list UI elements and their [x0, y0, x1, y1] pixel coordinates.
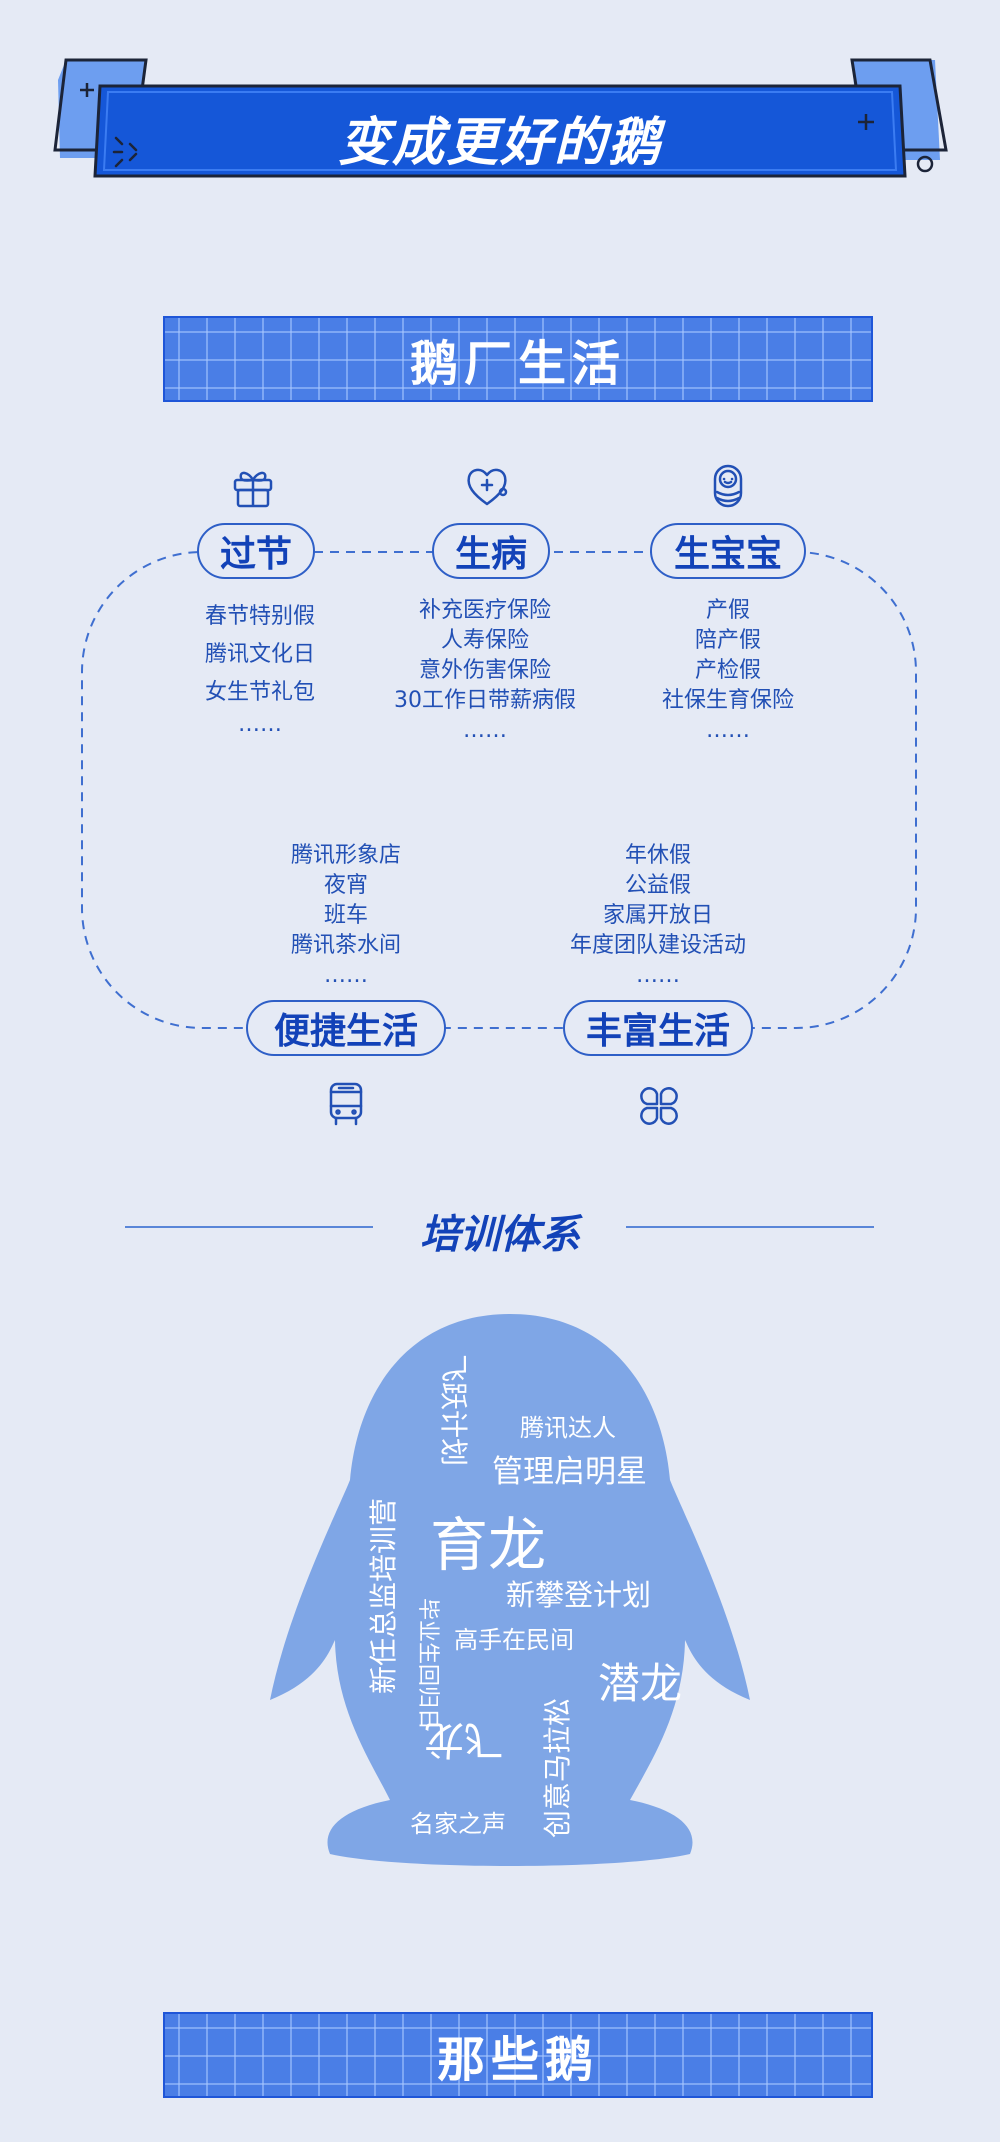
pill-convenient: 便捷生活: [246, 1000, 446, 1056]
pill-sick: 生病: [432, 523, 550, 579]
list-item: 公益假: [624, 873, 691, 898]
list-item: 班车: [323, 903, 368, 928]
section-header-people: 那些鹅: [163, 2012, 873, 2098]
list-item: 产假: [705, 598, 750, 623]
gift-icon: [229, 462, 277, 510]
list-item: ……: [238, 712, 282, 737]
list-item: 意外伤害保险: [418, 658, 551, 683]
list-item: 年度团队建设活动: [569, 933, 746, 958]
list-item: 女生节礼包: [204, 680, 315, 705]
list-item: 产检假: [694, 658, 761, 683]
list-item: 社保生育保险: [661, 688, 794, 713]
list-item: 腾讯茶水间: [290, 933, 401, 958]
list-item: 腾讯形象店: [290, 843, 401, 868]
list-rich: 年休假 公益假 家属开放日 年度团队建设活动 ……: [548, 841, 768, 991]
banner-graphic: [53, 58, 948, 178]
training-word: 飞跃计划: [437, 1354, 470, 1467]
list-item: 春节特别假: [204, 604, 315, 629]
top-banner: 变成更好的鹅: [0, 0, 1000, 200]
clover-icon: [635, 1082, 683, 1130]
heart-health-icon: [463, 462, 511, 510]
list-baby: 产假 陪产假 产检假 社保生育保险 ……: [630, 596, 826, 746]
training-word: 创意马拉松: [541, 1697, 574, 1838]
pill-holiday: 过节: [197, 523, 315, 579]
divider-right: [626, 1226, 874, 1228]
list-item: 陪产假: [694, 628, 761, 653]
list-item: ……: [463, 718, 507, 743]
section-title-people: 那些鹅: [436, 2032, 599, 2088]
list-item: 年休假: [624, 843, 691, 868]
bus-icon: [322, 1080, 370, 1128]
list-holiday: 春节特别假 腾讯文化日 女生节礼包 ……: [160, 598, 360, 738]
list-item: 家属开放日: [602, 903, 713, 928]
list-item: 夜宵: [323, 873, 368, 898]
list-sick: 补充医疗保险 人寿保险 意外伤害保险 30工作日带薪病假 ……: [370, 596, 600, 746]
section-title-life: 鹅厂生活: [409, 336, 626, 392]
benefits-dashed-frame: [81, 551, 917, 1029]
list-convenient: 腾讯形象店 夜宵 班车 腾讯茶水间 ……: [246, 841, 446, 991]
training-word: 毕业生回归日: [415, 1598, 440, 1731]
penguin-word-cloud: 飞跃计划 腾讯达人 管理启明星 育龙 新任总监培训营 新攀登计划 毕业生回归日 …: [260, 1310, 760, 1884]
penguin-silhouette: [270, 1314, 750, 1866]
training-word: 新任总监培训营: [367, 1497, 400, 1694]
pill-baby: 生宝宝: [650, 523, 806, 579]
training-word: 新攀登计划: [506, 1578, 652, 1612]
list-item: 30工作日带薪病假: [394, 688, 576, 713]
training-word: 育龙: [430, 1511, 547, 1579]
section-header-life: 鹅厂生活: [163, 316, 873, 402]
list-item: 补充医疗保险: [418, 598, 551, 623]
training-word: 高手在民间: [454, 1626, 574, 1654]
baby-icon: [704, 462, 752, 510]
list-item: ……: [636, 963, 680, 988]
list-item: 人寿保险: [440, 628, 529, 653]
banner-title: 变成更好的鹅: [337, 113, 662, 173]
training-word: 腾讯达人: [520, 1414, 616, 1442]
list-item: ……: [706, 718, 750, 743]
list-item: ……: [324, 963, 368, 988]
training-title: 培训体系: [420, 1212, 580, 1258]
training-word: 名家之声: [410, 1810, 506, 1838]
training-word: 飞龙: [424, 1716, 504, 1762]
list-item: 腾讯文化日: [204, 642, 315, 667]
pill-rich: 丰富生活: [563, 1000, 753, 1056]
divider-left: [125, 1226, 373, 1228]
training-word: 潜龙: [598, 1659, 683, 1708]
training-word: 管理启明星: [492, 1454, 647, 1490]
